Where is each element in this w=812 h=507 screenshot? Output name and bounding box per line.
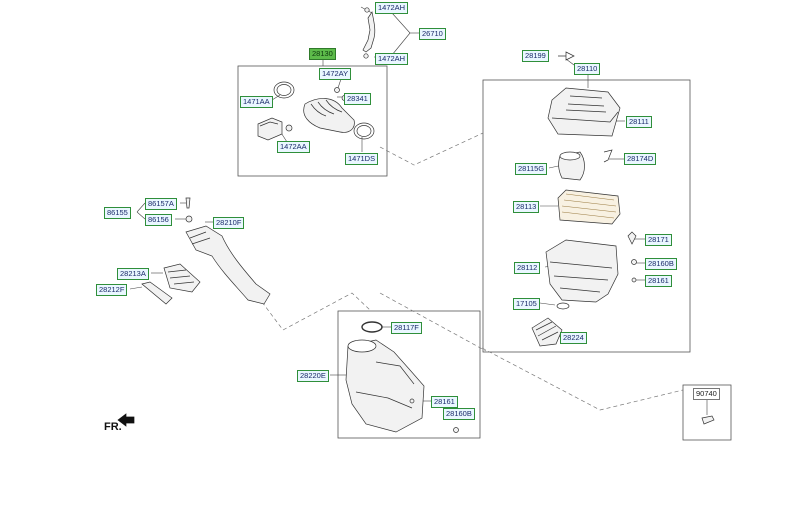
label-28160b-bottom: 28160B	[443, 408, 475, 420]
cap-1472aa	[257, 117, 283, 141]
label-1472ah-mid: 1472AH	[375, 53, 409, 65]
clamp-1471ds	[353, 122, 375, 140]
grommet-28160b-right	[631, 259, 637, 265]
label-28161-right: 28161	[645, 275, 672, 287]
label-1472aa: 1472AA	[277, 141, 310, 153]
grommet-28160b-bottom	[453, 427, 459, 433]
duct-edges	[189, 231, 211, 245]
label-28130: 28130	[309, 48, 336, 60]
label-86157a: 86157A	[145, 198, 177, 210]
cover-edge	[551, 111, 619, 123]
part-28213a	[163, 263, 201, 293]
hose-28224-ribs	[535, 321, 559, 341]
label-86156: 86156	[145, 214, 172, 226]
label-28171: 28171	[645, 234, 672, 246]
bolt-28161-bottom	[409, 398, 415, 404]
part-90740-box	[682, 384, 732, 441]
air-cleaner-body-28112	[545, 239, 619, 303]
clip-86156	[185, 215, 193, 223]
dashed-connectors	[261, 132, 684, 411]
cap-1472aa-edge	[259, 121, 279, 127]
resonator-edges	[355, 361, 415, 409]
intake-duct-28210f	[185, 225, 271, 305]
label-1472ay: 1472AY	[319, 68, 352, 80]
part-28212f	[141, 281, 173, 305]
body-ribs	[549, 261, 613, 293]
clamp-1472ah-top	[364, 7, 370, 13]
hose-ribs	[310, 99, 343, 117]
label-28113: 28113	[513, 201, 540, 213]
label-28161-bottom: 28161	[431, 396, 458, 408]
label-1471ds: 1471DS	[345, 153, 379, 165]
label-28224: 28224	[560, 332, 587, 344]
label-28210f: 28210F	[213, 217, 245, 229]
clamp-1472ay	[334, 87, 340, 93]
label-28112: 28112	[514, 262, 541, 274]
label-28160b-right: 28160B	[645, 258, 677, 270]
label-86155: 86155	[104, 207, 131, 219]
label-28110: 28110	[574, 63, 601, 75]
front-arrow-icon	[117, 413, 135, 427]
breather-hose-26710	[362, 11, 376, 53]
label-28213a: 28213A	[117, 268, 149, 280]
part-28171	[627, 231, 637, 245]
label-28212f: 28212F	[96, 284, 128, 296]
clip-28174d	[603, 149, 613, 163]
clamp-1471ds-inner	[356, 125, 372, 137]
clamp-1471aa	[273, 81, 295, 99]
resonator-inlet	[347, 339, 377, 353]
resonator-group-box	[337, 310, 481, 439]
cover-ribs	[565, 95, 607, 113]
hose-28224	[531, 317, 563, 347]
duct-28115g-mouth	[559, 151, 581, 161]
label-28341: 28341	[344, 93, 371, 105]
label-90740: 90740	[693, 388, 720, 400]
filter-element-28113	[557, 189, 621, 225]
leader-lines	[129, 6, 708, 415]
label-26710: 26710	[419, 28, 446, 40]
ring-28117f	[361, 321, 383, 333]
label-28199: 28199	[522, 50, 549, 62]
front-direction-label: FR.	[104, 421, 122, 433]
air-cleaner-cover-28111	[547, 87, 621, 137]
label-28111: 28111	[626, 116, 652, 128]
bolt-28199	[558, 51, 575, 61]
clamp-1471aa-inner	[276, 84, 292, 96]
label-28115g: 28115G	[515, 163, 548, 175]
bolt-86157a	[185, 197, 191, 209]
clamp-1472ah-mid	[363, 53, 369, 59]
label-1472ah-top: 1472AH	[375, 2, 409, 14]
label-28220e: 28220E	[297, 370, 329, 382]
label-28174d: 28174D	[624, 153, 657, 165]
bolt-28161-right	[631, 277, 637, 283]
intake-hose-28130	[303, 98, 355, 133]
screw-90740	[701, 415, 715, 425]
part-28213a-ribs	[167, 269, 195, 285]
ring-17105	[556, 302, 570, 310]
intake-hose-group-box	[237, 65, 388, 177]
resonator-28220e	[345, 339, 425, 433]
label-17105: 17105	[513, 298, 540, 310]
clamp-small	[285, 124, 293, 132]
label-1471aa: 1471AA	[240, 96, 273, 108]
filter-pleats	[561, 193, 617, 219]
air-cleaner-group-box	[482, 79, 691, 353]
label-28117f: 28117F	[391, 322, 422, 334]
